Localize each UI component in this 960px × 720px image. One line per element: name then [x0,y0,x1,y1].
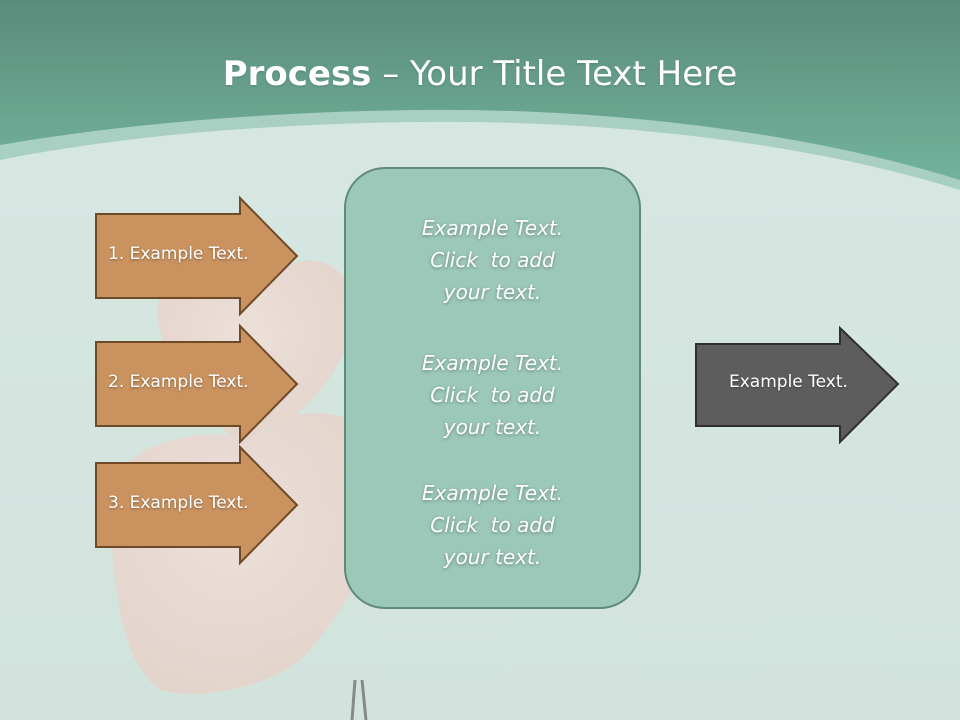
left-arrow-shapes [95,195,299,566]
process-arrow-2-label: 2. Example Text. [108,372,249,392]
title-bold: Process [222,54,372,94]
header-band [0,0,960,180]
center-paragraph-line: Click to add [430,513,555,537]
center-box [344,167,641,609]
process-arrow-3-label: 3. Example Text. [108,493,249,513]
center-paragraph-line: Click to add [430,383,555,407]
process-arrow-1 [95,195,299,317]
center-paragraph-line: your text. [443,415,542,439]
center-paragraph-line: your text. [443,280,542,304]
center-paragraph-1: Example Text. Click to add your text. [345,212,640,308]
center-paragraph-line: Click to add [430,248,555,272]
process-arrow-2 [95,323,299,445]
output-arrow-label: Example Text. [729,372,848,392]
center-paragraph-line: Example Text. [421,216,564,240]
output-arrow [695,325,900,445]
process-arrow-1-label: 1. Example Text. [108,244,249,264]
center-paragraph-line: your text. [443,545,542,569]
center-paragraph-2: Example Text. Click to add your text. [345,347,640,443]
process-arrow-3 [95,444,299,566]
title-rest: – Your Title Text Here [371,54,738,94]
center-paragraph-line: Example Text. [421,351,564,375]
center-paragraph-line: Example Text. [421,481,564,505]
page-title: Process – Your Title Text Here [0,52,960,96]
center-paragraph-3: Example Text. Click to add your text. [345,477,640,573]
